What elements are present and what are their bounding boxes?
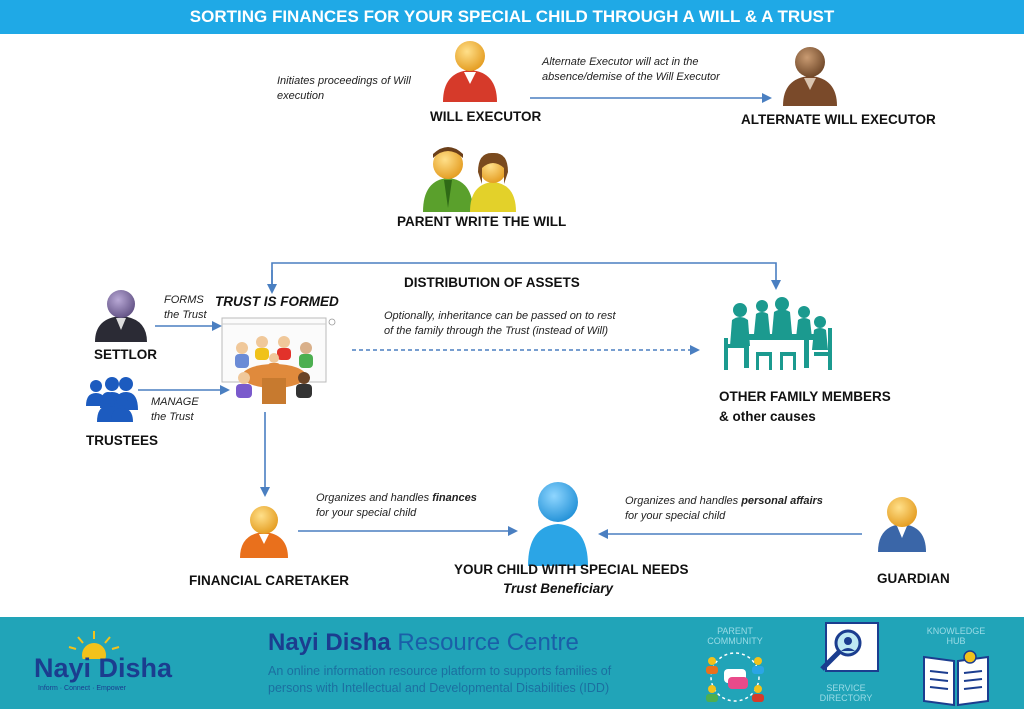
note-personal-line1: Organizes and handles personal affairs	[625, 494, 823, 509]
note-forms-line1: FORMS	[164, 294, 204, 306]
guardian-icon	[878, 497, 926, 552]
note-finances: Organizes and handles finances for your …	[316, 491, 477, 521]
family-label: OTHER FAMILY MEMBERS	[719, 389, 891, 404]
service-directory-label-1: SERVICE	[826, 683, 866, 693]
service-directory-icon[interactable]	[812, 621, 882, 675]
service-directory-label[interactable]: SERVICE DIRECTORY	[806, 683, 886, 703]
note-forms-line2: the Trust	[164, 309, 207, 321]
will-executor-icon	[443, 41, 497, 102]
parent-community-label-1: PARENT	[717, 626, 753, 636]
note-finances-text: Organizes and handles	[316, 492, 433, 504]
parents-icon	[423, 147, 516, 212]
note-finances-bold: finances	[432, 492, 477, 504]
parent-community-label[interactable]: PARENT COMMUNITY	[695, 626, 775, 646]
knowledge-hub-icon[interactable]	[920, 647, 992, 707]
note-initiates-line1: Initiates proceedings of Will	[277, 75, 411, 87]
page-title: SORTING FINANCES FOR YOUR SPECIAL CHILD …	[189, 7, 835, 26]
settlor-icon	[95, 290, 147, 342]
will-executor-label: WILL EXECUTOR	[430, 109, 542, 124]
guardian-label: GUARDIAN	[877, 571, 950, 586]
note-finances-line2: for your special child	[316, 507, 417, 519]
parent-community-icon[interactable]	[700, 647, 770, 707]
family-icon	[724, 297, 832, 370]
footer-logo-text: Nayi Disha	[34, 653, 173, 683]
footer-logo-tagline: Inform · Connect · Empower	[38, 685, 126, 692]
note-alternate-line1: Alternate Executor will act in the	[542, 56, 699, 68]
caretaker-icon	[240, 506, 288, 558]
trustees-label: TRUSTEES	[86, 433, 159, 448]
note-alternate-line2: absence/demise of the Will Executor	[542, 71, 720, 83]
note-personal-bold: personal affairs	[741, 495, 823, 507]
diagram-canvas	[86, 41, 926, 566]
child-label: YOUR CHILD WITH SPECIAL NEEDS	[454, 562, 689, 577]
child-icon	[528, 482, 588, 566]
note-manage: MANAGE the Trust	[151, 395, 199, 425]
note-finances-line1: Organizes and handles finances	[316, 491, 477, 506]
note-initiates: Initiates proceedings of Will execution	[277, 74, 411, 104]
note-optional-line1: Optionally, inheritance can be passed on…	[384, 310, 616, 322]
trustees-icon	[86, 377, 138, 422]
footer-desc-line2: persons with Intellectual and Developmen…	[268, 681, 610, 695]
note-personal: Organizes and handles personal affairs f…	[625, 494, 823, 524]
note-personal-text: Organizes and handles	[625, 495, 742, 507]
service-directory-label-2: DIRECTORY	[819, 693, 873, 703]
note-manage-line1: MANAGE	[151, 396, 199, 408]
trust-label: TRUST IS FORMED	[215, 294, 339, 309]
footer: Nayi Disha Inform · Connect · Empower Na…	[0, 617, 1024, 709]
note-personal-line2: for your special child	[625, 510, 726, 522]
knowledge-hub-label-1: KNOWLEDGE	[926, 626, 986, 636]
note-optional-line2: of the family through the Trust (instead…	[384, 325, 609, 337]
note-manage-line2: the Trust	[151, 411, 194, 423]
footer-desc-line1: An online information resource platform …	[268, 664, 612, 678]
footer-description: An online information resource platform …	[268, 663, 611, 697]
note-alternate: Alternate Executor will act in the absen…	[542, 55, 720, 85]
trust-meeting-icon	[221, 317, 336, 404]
footer-org-name: Nayi Disha Resource Centre	[268, 629, 579, 657]
child-sublabel: Trust Beneficiary	[503, 581, 614, 596]
footer-org-rest: Resource Centre	[390, 629, 579, 656]
knowledge-hub-label-2: HUB	[946, 636, 966, 646]
sun-logo-icon	[68, 631, 120, 659]
alternate-executor-icon	[783, 47, 837, 106]
title-bar: SORTING FINANCES FOR YOUR SPECIAL CHILD …	[0, 0, 1024, 34]
parent-community-label-2: COMMUNITY	[707, 636, 763, 646]
alternate-executor-label: ALTERNATE WILL EXECUTOR	[741, 112, 936, 127]
family-label-2: & other causes	[719, 409, 816, 424]
note-initiates-line2: execution	[277, 90, 325, 102]
caretaker-label: FINANCIAL CARETAKER	[189, 573, 349, 588]
footer-org-bold: Nayi Disha	[268, 629, 391, 656]
distribution-label: DISTRIBUTION OF ASSETS	[404, 275, 580, 290]
knowledge-hub-label[interactable]: KNOWLEDGE HUB	[916, 626, 996, 646]
settlor-label: SETTLOR	[94, 347, 157, 362]
parent-label: PARENT WRITE THE WILL	[397, 214, 567, 229]
note-optional: Optionally, inheritance can be passed on…	[384, 309, 616, 339]
note-forms: FORMS the Trust	[164, 293, 207, 323]
